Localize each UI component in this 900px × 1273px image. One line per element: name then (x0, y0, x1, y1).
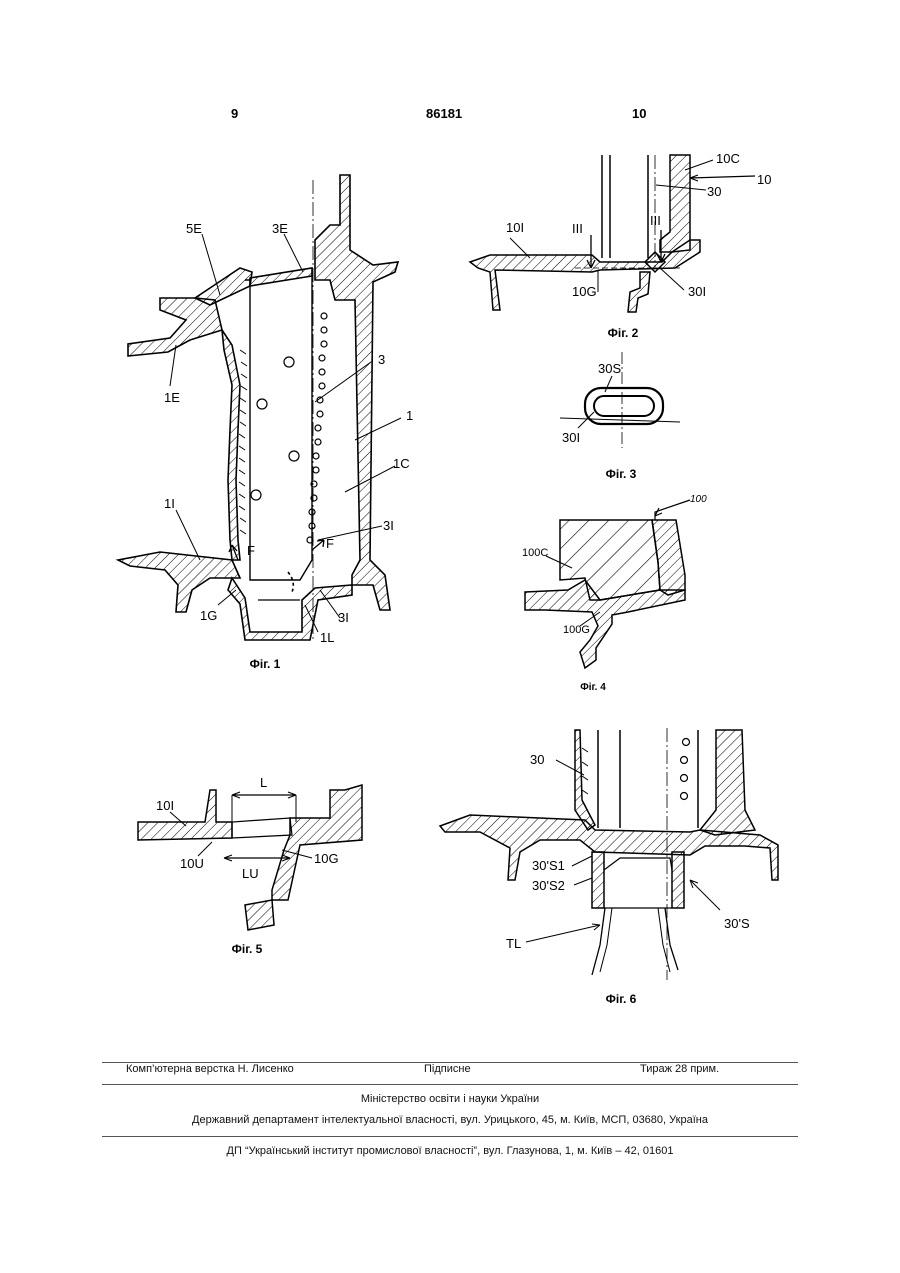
fig2-label-10i: 10I (506, 220, 524, 235)
fig1-label-1: 1 (406, 408, 413, 423)
fig1-label-1i: 1I (164, 496, 175, 511)
fig6-label-30s1: 30'S1 (532, 858, 565, 873)
fig6-caption: Фіг. 6 (596, 992, 646, 1006)
fig1-label-3i: 3I (383, 518, 394, 533)
fig1-label-3: 3 (378, 352, 385, 367)
fig2-label-iii-right: III (650, 213, 661, 228)
fig4-label-100g: 100G (563, 624, 590, 636)
fig2-caption: Фіг. 2 (598, 326, 648, 340)
fig1-label-3e: 3E (272, 221, 288, 236)
fig4-label-100: 100 (690, 494, 707, 505)
fig1-caption: Фіг. 1 (240, 657, 290, 671)
fig1-label-f-right: F (326, 536, 334, 551)
fig5-caption: Фіг. 5 (222, 942, 272, 956)
fig2-label-10c: 10C (716, 151, 740, 166)
fig3-label-30i: 30I (562, 430, 580, 445)
institute-line: ДП “Український інститут промислової вла… (0, 1145, 900, 1157)
fig4-drawing (525, 500, 690, 668)
fig1-drawing (118, 175, 401, 640)
fig2-label-30i: 30I (688, 284, 706, 299)
fig3-labels: 30S 30I (562, 361, 621, 445)
fig6-label-tl: TL (506, 936, 521, 951)
fig2-labels: 10C 30 10 10I III III 10G 30I (506, 151, 771, 299)
fig2-label-30: 30 (707, 184, 721, 199)
signed-note: Підписне (424, 1063, 471, 1075)
fig1-label-1l: 1L (320, 630, 334, 645)
fig6-label-30s: 30'S (724, 916, 750, 931)
fig5-label-10u: 10U (180, 856, 204, 871)
fig2-label-10g: 10G (572, 284, 597, 299)
fig3-label-30s: 30S (598, 361, 621, 376)
fig6-label-30s2: 30'S2 (532, 878, 565, 893)
fig1-label-1g: 1G (200, 608, 217, 623)
fig5-label-lu: LU (242, 866, 259, 881)
fig6-drawing (440, 728, 778, 980)
fig2-label-iii-left: III (572, 221, 583, 236)
circulation-note: Тираж 28 прим. (640, 1063, 719, 1075)
fig1-label-5e: 5E (186, 221, 202, 236)
footer-rule-bottom (102, 1136, 798, 1137)
fig3-caption: Фіг. 3 (596, 467, 646, 481)
footer-rule-mid (102, 1084, 798, 1085)
fig1-label-1c: 1C (393, 456, 410, 471)
fig1-label-1e: 1E (164, 390, 180, 405)
fig1-label-3i-lower: 3I (338, 610, 349, 625)
ministry-line: Міністерство освіти і науки України (0, 1093, 900, 1105)
department-line: Державний департамент інтелектуальної вл… (0, 1114, 900, 1126)
typesetting-credit: Комп’ютерна верстка Н. Лисенко (126, 1063, 294, 1075)
fig1-label-f-left: F (247, 543, 255, 558)
fig5-label-10g: 10G (314, 851, 339, 866)
fig4-caption: Фіг. 4 (568, 682, 618, 693)
fig6-label-30: 30 (530, 752, 544, 767)
fig2-label-10: 10 (757, 172, 771, 187)
fig5-label-10i: 10I (156, 798, 174, 813)
fig4-label-100c: 100C (522, 547, 548, 559)
fig5-label-l: L (260, 775, 267, 790)
